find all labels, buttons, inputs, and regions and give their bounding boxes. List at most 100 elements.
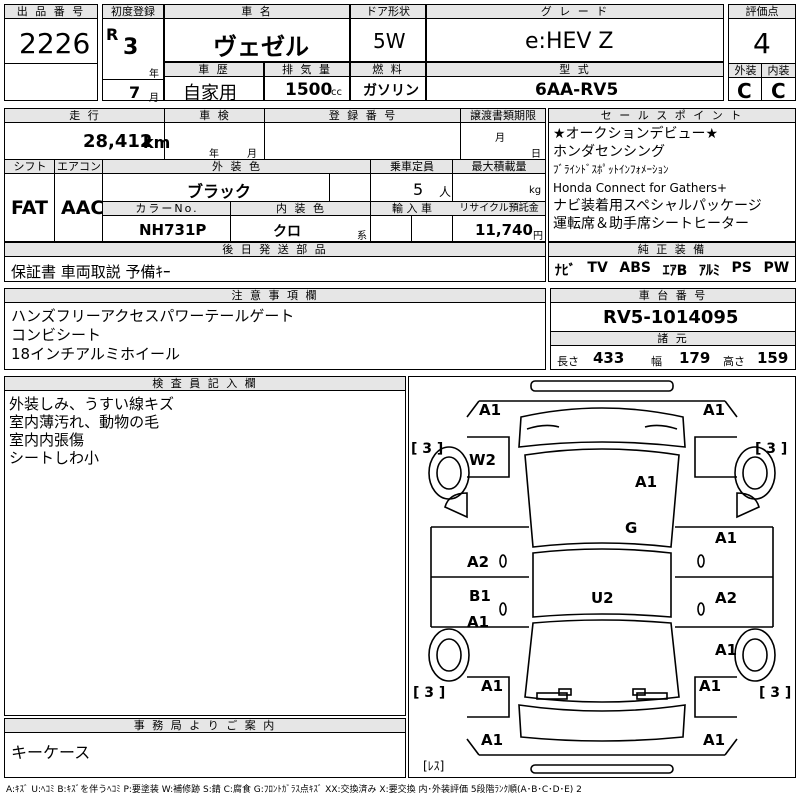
sales-point-label: セ ー ル ス ポ イ ン ト	[549, 109, 795, 123]
sales-line: ★オークションデビュー★	[553, 126, 719, 142]
inspector-line: シートしわ小	[9, 449, 100, 467]
sales-line: ナビ装着用スペシャルパッケージ	[553, 198, 762, 214]
damage-mark: A1	[481, 731, 504, 749]
height: 159	[757, 349, 789, 367]
dims-label: 諸 元	[551, 332, 795, 346]
damage-mark: A1	[481, 677, 504, 695]
tire-depth: [ 3 ]	[759, 685, 792, 701]
dl-month: 月	[495, 133, 505, 144]
year-unit: 年	[149, 69, 159, 80]
door-label: ドア形状	[351, 5, 425, 19]
model-box: 型 式 6AA-RV5	[426, 62, 724, 101]
car-name-box: 車 名 ヴェゼル	[164, 4, 350, 62]
spare-tire: [ﾚｽ]	[423, 759, 445, 773]
capacity-unit: 人	[439, 185, 452, 199]
lot-box: 出 品 番 号 2226	[4, 4, 98, 101]
ac-label: エアコン	[55, 160, 103, 174]
car-outline	[428, 380, 776, 774]
len-label: 長さ	[557, 355, 579, 368]
note-line: ハンズフリーアクセスパワーテールゲート	[11, 307, 295, 325]
equip-tv: TV	[587, 260, 608, 276]
sales-line: ﾌﾞﾗｲﾝﾄﾞｽﾎﾟｯﾄｲﾝﾌｫﾒｰｼｮﾝ	[553, 163, 669, 176]
maxload-unit: kg	[529, 185, 542, 196]
displacement-box: 排 気 量 1500 cc	[264, 62, 350, 101]
yen-unit: 円	[533, 231, 543, 242]
fuel: ガソリン	[363, 83, 419, 99]
width: 179	[679, 349, 711, 367]
interior-label: 内 装 色	[231, 202, 371, 216]
shift-label: シフト	[5, 160, 55, 174]
shift: FAT	[11, 197, 48, 219]
car-name: ヴェゼル	[213, 33, 309, 61]
displacement: 1500	[285, 80, 333, 100]
history-box: 車 歴 自家用	[164, 62, 264, 104]
inspector-line: 室内薄汚れ、動物の毛	[9, 413, 160, 431]
tire-depth: [ 3 ]	[755, 441, 788, 457]
inspector-box: 検 査 員 記 入 欄 外装しみ、うすい線キズ 室内薄汚れ、動物の毛 室内内張傷…	[4, 376, 406, 716]
door-type: 5W	[373, 29, 406, 53]
ext-grade-label: 外装	[729, 64, 762, 78]
mileage: 28,412	[83, 131, 153, 152]
reg-month: 7	[129, 83, 141, 102]
damage-mark: A1	[715, 641, 738, 659]
reg-year: 3	[123, 35, 139, 60]
damage-mark: A2	[715, 589, 738, 607]
spec-table: 走 行 車 検 登 録 番 号 譲渡書類期限 28,412 km 年 月 月 日…	[4, 108, 546, 242]
inspector-label: 検 査 員 記 入 欄	[5, 377, 405, 391]
damage-mark: W2	[469, 451, 496, 469]
later-parts-label: 後 日 発 送 部 品	[5, 243, 545, 257]
capacity-label: 乗車定員	[371, 160, 453, 174]
history-label: 車 歴	[165, 63, 263, 77]
equip-airbag: ｴｱB	[662, 263, 688, 279]
history: 自家用	[183, 83, 237, 104]
inspector-lines: 外装しみ、うすい線キズ 室内薄汚れ、動物の毛 室内内張傷 シートしわ小	[9, 395, 174, 467]
chassis-number: RV5-1014095	[603, 307, 739, 328]
maxload-label: 最大積載量	[453, 160, 545, 174]
deadline-label: 譲渡書類期限	[461, 109, 545, 123]
damage-mark: B1	[469, 587, 491, 605]
recycle: 11,740	[475, 221, 533, 239]
tire-depth: [ 3 ]	[411, 441, 444, 457]
registration-box: 初度登録 R 3 年 7 月	[102, 4, 164, 104]
later-parts-box: 後 日 発 送 部 品 保証書 車両取説 予備ｷｰ	[4, 242, 546, 282]
recycle-label: リサイクル預託金	[453, 202, 545, 216]
km-unit: km	[143, 133, 171, 152]
inspection-label: 車 検	[165, 109, 265, 123]
inspector-line: 外装しみ、うすい線キズ	[9, 395, 175, 413]
int-grade-label: 内装	[762, 64, 795, 78]
reg-label: 初度登録	[103, 5, 163, 19]
color: ブラック	[187, 182, 252, 201]
chassis-box: 車 台 番 号 RV5-1014095 諸 元 長さ 433 幅 179 高さ …	[550, 288, 796, 370]
equip-alloy: ｱﾙﾐ	[698, 263, 720, 279]
office-label: 事 務 局 よ り ご 案 内	[5, 719, 405, 733]
interior-unit: 系	[357, 231, 367, 242]
damage-mark: A1	[635, 473, 658, 491]
grade-box: グ レ ー ド e:HEV Z	[426, 4, 724, 62]
inspector-line: 室内内張傷	[9, 431, 85, 449]
later-parts: 保証書 車両取説 予備ｷｰ	[11, 263, 171, 281]
equip-abs: ABS	[619, 260, 651, 276]
damage-mark: G	[625, 519, 638, 537]
era: R	[106, 25, 119, 44]
regno-label: 登 録 番 号	[265, 109, 461, 123]
sales-line: Honda Connect for Gathers+	[553, 181, 728, 195]
lot-label: 出 品 番 号	[5, 5, 97, 19]
equip-pw: PW	[763, 260, 790, 276]
name-label: 車 名	[165, 5, 349, 19]
note-line: コンビシート	[11, 326, 102, 344]
length: 433	[593, 349, 625, 367]
notes-label: 注 意 事 項 欄	[5, 289, 545, 303]
score-box: 評価点 4 外装 内装 C C	[728, 4, 796, 103]
ext-grade: C	[737, 79, 752, 103]
dl-day: 日	[531, 149, 541, 160]
equipment-box: 純 正 装 備 ﾅﾋﾞ TV ABS ｴｱB ｱﾙﾐ PS PW	[548, 242, 796, 282]
tire-depth: [ 3 ]	[413, 685, 446, 701]
wid-label: 幅	[651, 355, 662, 368]
notes-box: 注 意 事 項 欄 ハンズフリーアクセスパワーテールゲート コンビシート 18イ…	[4, 288, 546, 370]
sales-line: 運転席＆助手席シートヒーター	[553, 216, 749, 232]
equip-ps: PS	[731, 260, 752, 276]
cc-unit: cc	[331, 87, 342, 98]
score-label: 評価点	[729, 5, 795, 19]
damage-mark: A1	[703, 731, 726, 749]
colorno-label: カラーNo.	[103, 202, 231, 216]
